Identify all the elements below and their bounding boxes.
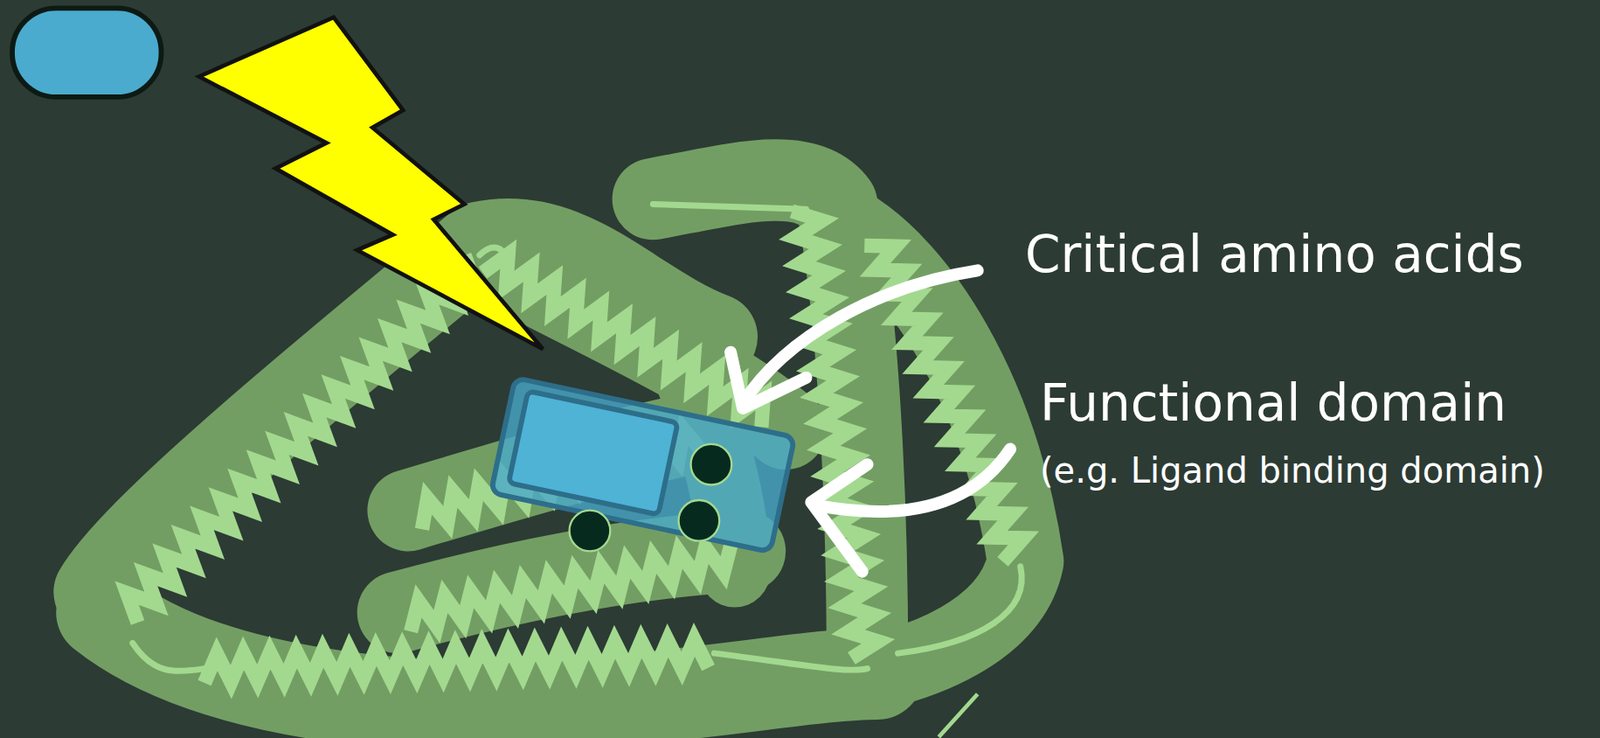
ligand-capsule [12, 7, 161, 97]
helix-ribbon [204, 638, 709, 682]
critical-residues [569, 443, 733, 552]
protein-loops [132, 203, 1022, 671]
helix-ribbon [791, 211, 879, 659]
protein-surface [96, 180, 1026, 707]
leader-arrows [730, 270, 1011, 571]
callout-label: Functional domain [1039, 374, 1507, 433]
callout-label: Critical amino acids [1025, 225, 1524, 284]
alpha-helices [126, 211, 1024, 683]
helix-ribbon [410, 541, 732, 631]
callout-label: (e.g. Ligand binding domain) [1039, 450, 1545, 491]
lightning-bolt [199, 17, 544, 349]
helix-ribbon [126, 255, 476, 623]
stray-line [938, 693, 977, 737]
